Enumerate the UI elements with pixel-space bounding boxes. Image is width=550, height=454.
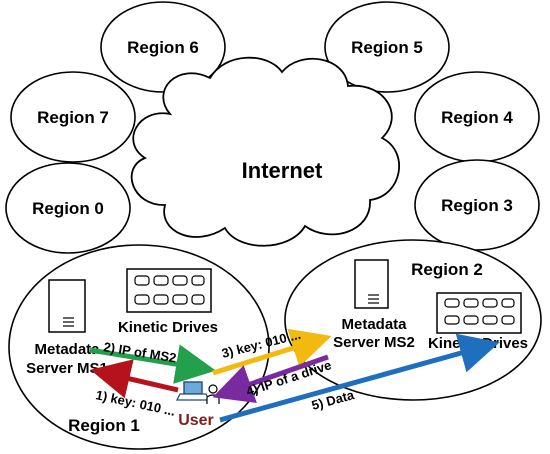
kinetic-drives-label-r1: Kinetic Drives	[118, 319, 218, 336]
region-6-label: Region 6	[127, 38, 199, 57]
region-4-label: Region 4	[441, 108, 513, 127]
region-6: Region 6	[100, 1, 226, 93]
internet-cloud: Internet	[130, 56, 400, 247]
kinetic-drives-icon	[436, 292, 522, 334]
region-7: Region 7	[10, 71, 136, 163]
server-ms1-icon	[48, 279, 86, 333]
server-ms1-label-line1: Metadata	[34, 341, 100, 358]
server-ms2-icon	[354, 259, 389, 309]
server-ms2-label-line1: Metadata	[341, 316, 407, 333]
region-0: Region 0	[5, 162, 131, 254]
region-5: Region 5	[324, 1, 450, 93]
region-2-label: Region 2	[411, 260, 483, 279]
step4-arrow	[212, 354, 329, 403]
region-0-label: Region 0	[32, 199, 104, 218]
step2-arrow	[89, 344, 216, 384]
region-1-label: Region 1	[68, 416, 140, 435]
region-3: Region 3	[414, 159, 540, 251]
region-7-label: Region 7	[37, 108, 109, 127]
region-4: Region 4	[414, 71, 540, 163]
region-5-label: Region 5	[351, 38, 423, 57]
step5-arrow	[219, 333, 500, 423]
server-ms1-label-line2: Server MS1	[26, 360, 108, 377]
server-ms2-label-line2: Server MS2	[333, 334, 415, 351]
internet-label: Internet	[242, 158, 323, 183]
user-label: User	[178, 412, 214, 429]
step1-arrow	[90, 359, 179, 399]
kinetic-drives-icon	[126, 268, 212, 313]
region-3-label: Region 3	[441, 196, 513, 215]
